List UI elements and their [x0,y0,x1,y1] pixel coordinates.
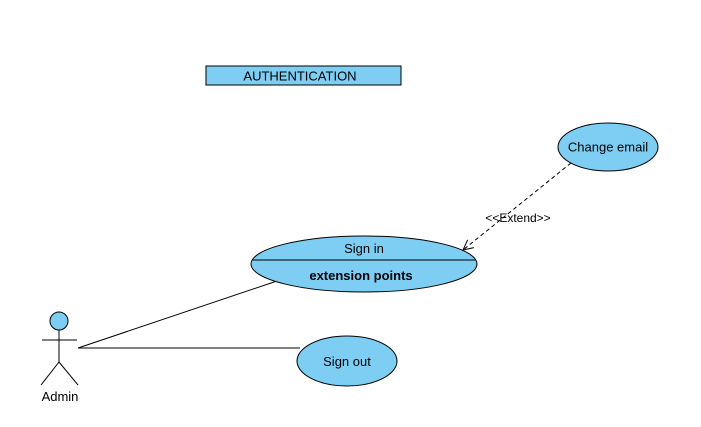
association-admin-sign-in [77,280,278,349]
sign-in-label: Sign in [344,241,384,256]
extend-arrow [463,162,572,250]
use-case-change-email[interactable]: Change email [557,122,659,172]
sign-in-ellipse [250,235,478,293]
use-case-sign-in[interactable]: Sign in extension points [250,235,478,293]
extension-points-label: extension points [309,268,412,283]
system-title-box: AUTHENTICATION [205,65,402,86]
use-case-sign-out[interactable]: Sign out [296,335,398,387]
change-email-label: Change email [568,140,648,155]
actor-admin[interactable]: Admin [40,311,79,404]
actor-left-leg [40,361,60,386]
actor-head [49,311,69,331]
system-title-rect [205,65,402,86]
extend-label: <<Extend>> [485,211,550,225]
sign-out-label: Sign out [323,354,371,369]
actor-name: Admin [42,389,79,404]
change-email-ellipse [557,122,659,172]
sign-out-ellipse [296,335,398,387]
actor-right-leg [58,361,79,386]
system-title: AUTHENTICATION [243,69,356,84]
